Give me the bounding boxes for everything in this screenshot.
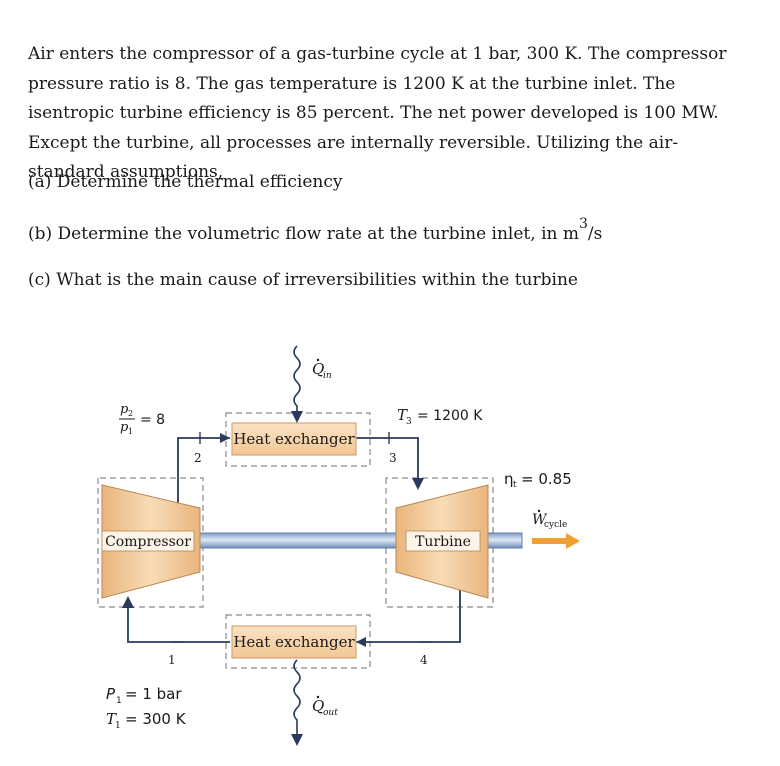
q-in-subscript: in bbox=[323, 371, 332, 381]
t3-value: = 1200 K bbox=[417, 408, 483, 424]
p1-symbol: P bbox=[106, 685, 116, 703]
t3-subscript: 3 bbox=[406, 417, 412, 427]
p1-subscript: 1 bbox=[116, 696, 122, 706]
turbine-efficiency-label: η t = 0.85 bbox=[504, 470, 572, 490]
q-in-label: Q in bbox=[312, 358, 332, 381]
compressor bbox=[101, 484, 201, 599]
turbine-label: Turbine bbox=[415, 534, 471, 550]
work-output-arrow bbox=[532, 533, 580, 549]
state-4-label: 4 bbox=[420, 653, 428, 667]
problem-statement: Air enters the compressor of a gas-turbi… bbox=[28, 40, 748, 290]
problem-intro: Air enters the compressor of a gas-turbi… bbox=[28, 44, 727, 182]
flow-hx-to-3 bbox=[356, 437, 419, 480]
flow-4-to-hx bbox=[356, 576, 461, 643]
bottom-hx-boundary bbox=[225, 614, 371, 669]
eta-subscript: t bbox=[513, 480, 517, 490]
question-b: (b) Determine the volumetric flow rate a… bbox=[28, 216, 603, 244]
arrowhead-into-turbine bbox=[412, 478, 424, 490]
q-in-squiggle bbox=[293, 345, 301, 416]
arrowhead-into-bottom-hx bbox=[356, 637, 366, 647]
flow-2-to-hx bbox=[177, 437, 230, 510]
state-1-label: 1 bbox=[168, 653, 176, 667]
p1-value: = 1 bar bbox=[125, 685, 182, 703]
t1-symbol: T bbox=[106, 710, 117, 728]
compressor-label: Compressor bbox=[105, 534, 191, 550]
q-out-subscript: out bbox=[323, 708, 338, 718]
question-b-superscript: 3 bbox=[578, 216, 588, 232]
top-heat-exchanger bbox=[231, 422, 357, 456]
q-out-squiggle bbox=[293, 659, 301, 736]
w-cycle-subscript: cycle bbox=[544, 520, 567, 530]
q-out-arrowhead bbox=[291, 734, 303, 746]
w-cycle-symbol: W bbox=[532, 512, 548, 528]
pressure-ratio-value: = 8 bbox=[140, 412, 165, 428]
arrowhead-into-top-hx bbox=[220, 433, 230, 443]
heat-exchanger-top-label: Heat exchanger bbox=[233, 430, 355, 448]
eta-value: = 0.85 bbox=[521, 470, 572, 488]
top-hx-boundary bbox=[225, 412, 371, 467]
flow-lines bbox=[127, 437, 461, 643]
t3-label: T 3 = 1200 K bbox=[397, 406, 483, 427]
compressor-boundary bbox=[97, 477, 204, 608]
heat-arrows bbox=[293, 345, 301, 736]
state-2-label: 2 bbox=[194, 451, 202, 465]
heat-exchanger-bottom-label: Heat exchanger bbox=[233, 633, 355, 651]
flow-arrowheads bbox=[122, 433, 424, 647]
pressure-ratio-label: p 2 p 1 = 8 bbox=[119, 402, 165, 436]
q-out-label: Q out bbox=[312, 695, 338, 718]
pressure-ratio-denominator: p bbox=[120, 420, 129, 435]
state-3-label: 3 bbox=[389, 451, 397, 465]
turbine bbox=[395, 484, 489, 599]
question-a: (a) Determine the thermal efficiency bbox=[28, 172, 343, 192]
bottom-heat-exchanger bbox=[231, 625, 357, 659]
question-b-text: (b) Determine the volumetric flow rate a… bbox=[28, 224, 579, 244]
question-c: (c) What is the main cause of irreversib… bbox=[28, 270, 578, 290]
q-in-arrowhead bbox=[291, 411, 303, 423]
w-cycle-label: W cycle bbox=[532, 509, 567, 530]
flow-hx-to-1 bbox=[127, 602, 230, 643]
q-in-symbol: Q bbox=[312, 360, 324, 378]
arrowhead-into-compressor bbox=[122, 596, 134, 608]
t1-value: = 300 K bbox=[125, 710, 187, 728]
state-ticks bbox=[172, 432, 432, 643]
pressure-ratio-denominator-sub: 1 bbox=[128, 427, 133, 436]
pressure-ratio-numerator: p bbox=[120, 402, 129, 417]
inlet-conditions: P 1 = 1 bar T 1 = 300 K bbox=[106, 685, 187, 731]
t3-symbol: T bbox=[397, 406, 408, 424]
t1-subscript: 1 bbox=[115, 721, 121, 731]
eta-symbol: η bbox=[504, 470, 514, 488]
turbine-boundary bbox=[385, 477, 494, 608]
question-b-suffix: /s bbox=[587, 224, 603, 244]
q-out-symbol: Q bbox=[312, 697, 324, 715]
pressure-ratio-numerator-sub: 2 bbox=[128, 409, 133, 418]
control-volume-boundaries bbox=[97, 412, 494, 669]
